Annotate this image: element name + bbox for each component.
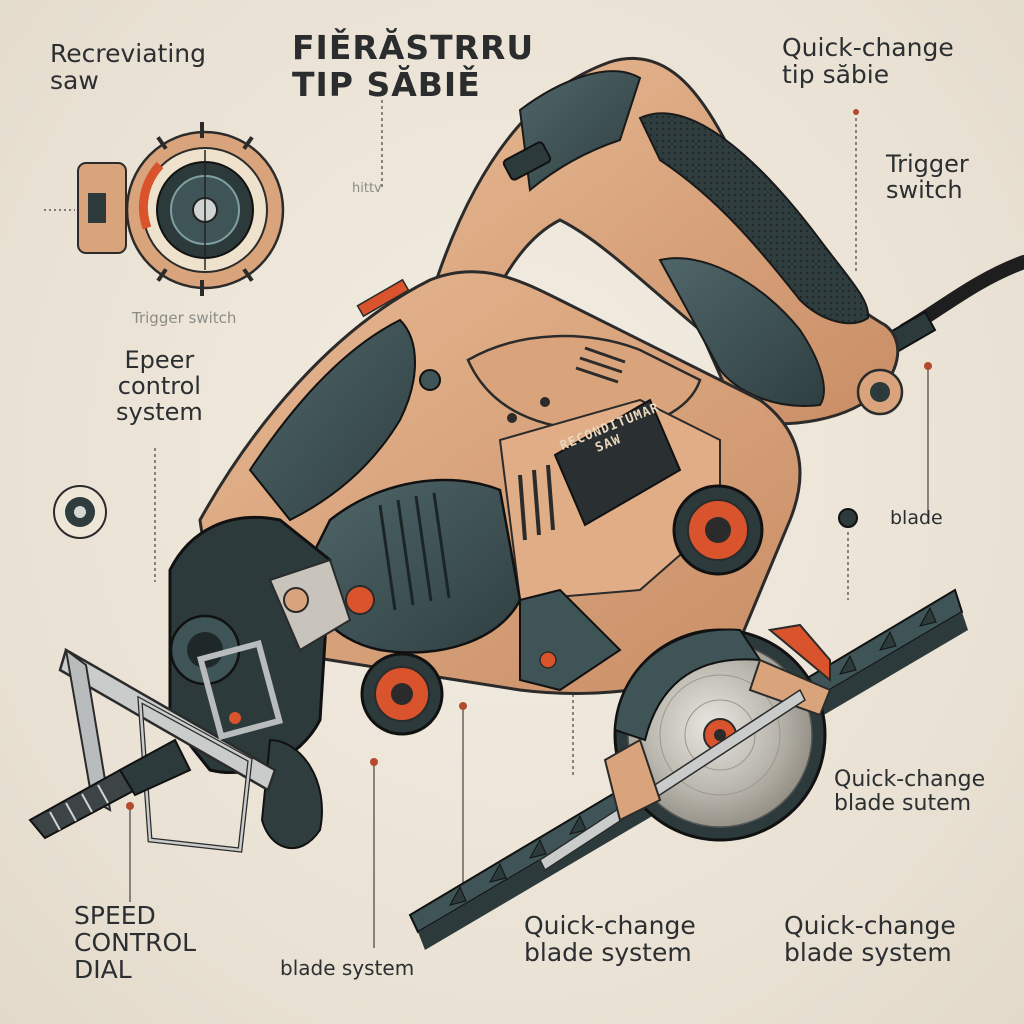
label-blade: blade — [890, 507, 943, 529]
label-quick-change-tip: Quick-change tip săbie — [782, 33, 954, 89]
blade-shoe — [58, 639, 284, 853]
label-blade-system: blade system — [280, 956, 415, 980]
label-quick-change-blade-sutem: Quick-change blade sutem — [834, 767, 986, 816]
label-trigger-switch-faint: Trigger switch — [132, 309, 237, 327]
motor-housing — [198, 270, 802, 695]
inset-dial-detail — [77, 122, 285, 296]
label-trigger-switch: Trigger switch — [886, 150, 969, 204]
roller-wheels — [360, 484, 764, 736]
label-recreviating-saw: Recreviating saw — [50, 39, 207, 95]
front-nose — [168, 515, 375, 850]
label-epeer-control-system: Epeer control system — [116, 346, 203, 426]
label-quick-change-blade-system-center: Quick-change blade system — [524, 911, 696, 967]
drill-bit — [28, 738, 192, 840]
label-speed-control-dial: SPEED CONTROL DIAL — [74, 901, 197, 984]
small-knob-icon — [53, 485, 107, 539]
diagram-title: FIĚRĂSTRRU TIP SĂBIĚ — [292, 28, 535, 104]
label-faint-hint: hittv — [352, 181, 382, 196]
blade-assembly-detail — [408, 588, 968, 950]
label-quick-change-blade-system-right: Quick-change blade system — [784, 911, 956, 967]
rear-handle — [428, 56, 904, 426]
blade-marker-icon — [838, 508, 858, 528]
